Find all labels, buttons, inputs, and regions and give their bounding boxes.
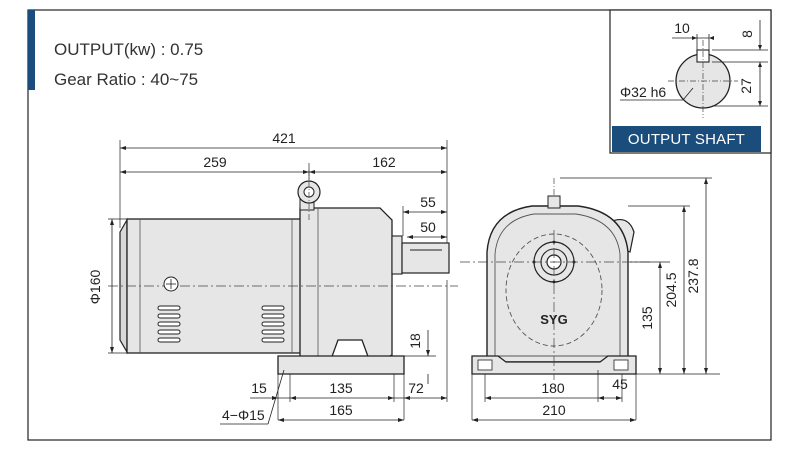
- dim-foot-edge: 45: [612, 376, 628, 392]
- brand-label: SYG: [540, 312, 567, 327]
- drawing-border: [27, 9, 772, 441]
- gear-housing: [299, 207, 393, 363]
- dim-foot-offset: 15: [251, 380, 267, 396]
- dim-front-foot-spacing: 180: [541, 380, 565, 396]
- dim-gear-length: 162: [372, 154, 396, 170]
- dim-foot-spacing: 135: [329, 380, 353, 396]
- vent-slots-right: [261, 305, 285, 343]
- dim-overall-length: 421: [272, 130, 296, 146]
- side-foot: [277, 355, 405, 375]
- dim-key-length: 50: [420, 219, 436, 235]
- shaft-key-depth: 8: [739, 30, 755, 38]
- spec-gear-ratio: Gear Ratio : 40~75: [54, 70, 199, 89]
- dim-foot-extension: 72: [408, 380, 424, 396]
- shaft-height-dim: 27: [738, 78, 754, 94]
- side-view: 421 259 162 55 50 Φ160 18: [87, 130, 458, 425]
- side-output-shaft: [401, 242, 450, 274]
- dim-motor-length: 259: [203, 154, 227, 170]
- dim-overall-height: 237.8: [685, 258, 701, 293]
- shaft-key-width: 10: [674, 20, 690, 36]
- front-view: SYG 135 204.5 237.8: [460, 177, 720, 422]
- shaft-diameter-dim: Φ32 h6: [620, 84, 666, 100]
- dim-housing-height: 204.5: [663, 272, 679, 307]
- front-housing: [486, 205, 629, 363]
- dim-foot-length: 165: [329, 402, 353, 418]
- output-shaft-label: OUTPUT SHAFT: [612, 126, 761, 152]
- vent-slots-left: [157, 305, 181, 343]
- dim-motor-diameter: Φ160: [87, 270, 103, 305]
- accent-bar: [28, 10, 35, 90]
- dim-mount-holes: 4−Φ15: [222, 407, 265, 423]
- dim-shaft-length: 55: [420, 194, 436, 210]
- dim-foot-height: 18: [407, 333, 423, 349]
- dim-shaft-center-height: 135: [639, 306, 655, 330]
- dim-front-foot-width: 210: [542, 402, 566, 418]
- spec-output-power: OUTPUT(kw) : 0.75: [54, 40, 204, 59]
